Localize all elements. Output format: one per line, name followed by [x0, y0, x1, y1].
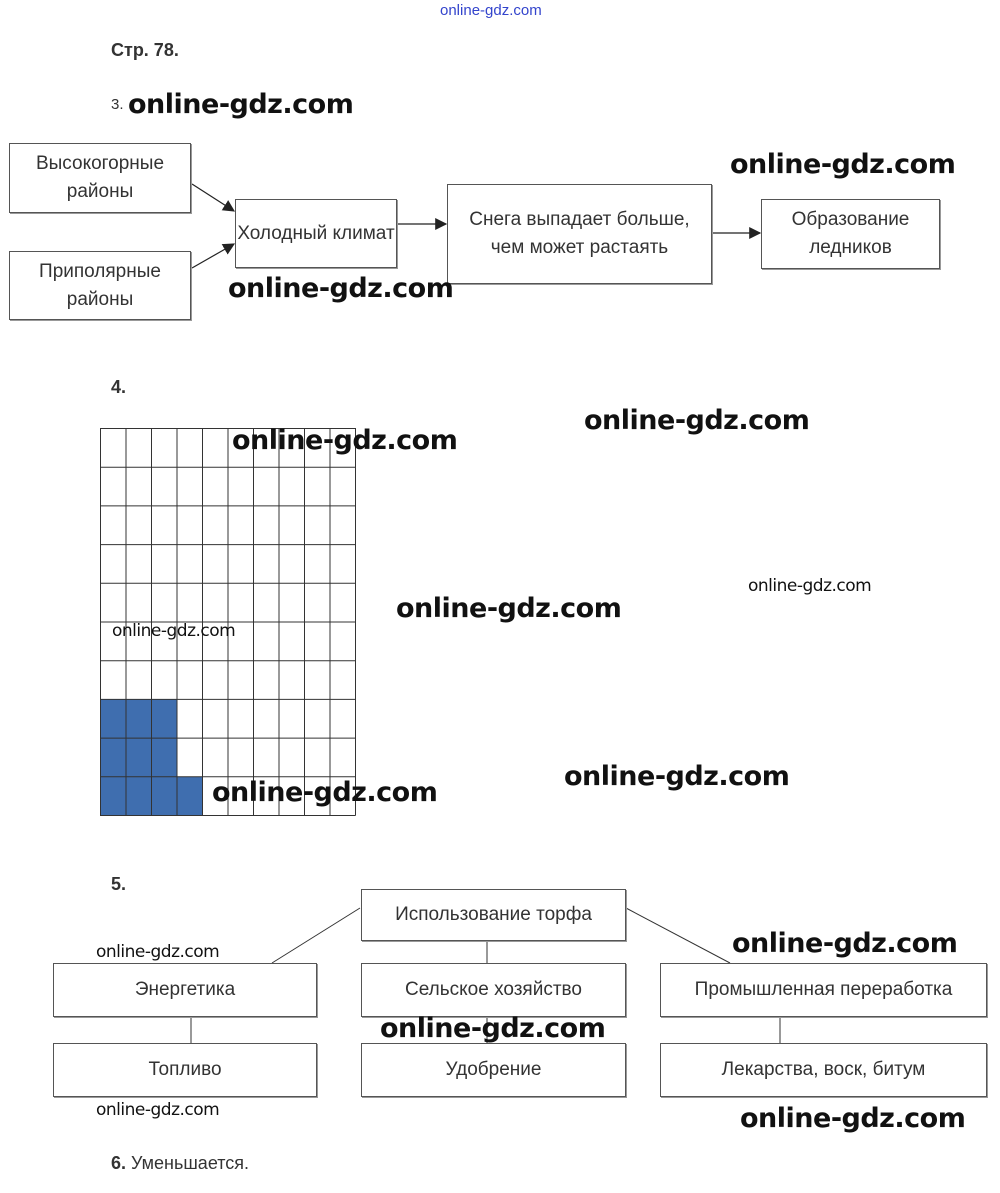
- box-medicine: Лекарства, воск, битум: [660, 1043, 987, 1097]
- task6-answer: Уменьшается.: [131, 1153, 250, 1173]
- filled-cell: [151, 776, 177, 816]
- task5-number: 5.: [111, 874, 127, 894]
- tree-line: [625, 907, 731, 964]
- box-fertilizer: Удобрение: [361, 1043, 626, 1097]
- tree-line: [271, 907, 361, 964]
- watermark: online-gdz.com: [564, 761, 790, 792]
- box-energy: Энергетика: [53, 963, 317, 1017]
- box-glaciers: Образование ледников: [761, 199, 940, 269]
- task3-number: 3.: [111, 96, 124, 113]
- box-polar: Приполярные районы: [9, 251, 191, 320]
- arrow: [191, 183, 236, 212]
- watermark: online-gdz.com: [748, 576, 872, 596]
- task4-number: 4.: [111, 377, 127, 397]
- grid: [100, 428, 356, 816]
- page-heading: Стр. 78.: [111, 40, 179, 60]
- filled-cell: [100, 738, 126, 777]
- watermark: online-gdz.com: [396, 593, 622, 624]
- watermark: online-gdz.com: [96, 1100, 220, 1120]
- filled-cell: [100, 699, 126, 739]
- watermark: online-gdz.com: [112, 621, 236, 641]
- filled-cell: [126, 738, 152, 777]
- box-industry: Промышленная переработка: [660, 963, 987, 1017]
- watermark: online-gdz.com: [212, 777, 438, 808]
- filled-cell: [177, 776, 203, 816]
- box-cold-climate: Холодный климат: [235, 199, 397, 268]
- watermark: online-gdz.com: [228, 273, 454, 304]
- watermark: online-gdz.com: [732, 928, 958, 959]
- box-agriculture: Сельское хозяйство: [361, 963, 626, 1017]
- filled-cell: [151, 738, 177, 777]
- filled-cell: [126, 776, 152, 816]
- box-peat-use: Использование торфа: [361, 889, 626, 941]
- watermark: online-gdz.com: [232, 425, 458, 456]
- task6: 6. Уменьшается.: [111, 1153, 249, 1174]
- box-fuel: Топливо: [53, 1043, 317, 1097]
- filled-cell: [151, 699, 177, 739]
- filled-cell: [126, 699, 152, 739]
- task6-number: 6.: [111, 1153, 127, 1173]
- watermark: online-gdz.com: [380, 1013, 606, 1044]
- watermark: online-gdz.com: [128, 89, 354, 120]
- arrow: [191, 243, 236, 269]
- watermark: online-gdz.com: [96, 942, 220, 962]
- watermark: online-gdz.com: [740, 1103, 966, 1134]
- top-watermark: online-gdz.com: [440, 2, 542, 19]
- box-snow: Снега выпадает больше, чем может растаят…: [447, 184, 712, 284]
- box-highland: Высокогорные районы: [9, 143, 191, 213]
- watermark: online-gdz.com: [584, 405, 810, 436]
- watermark: online-gdz.com: [730, 149, 956, 180]
- filled-cell: [100, 776, 126, 816]
